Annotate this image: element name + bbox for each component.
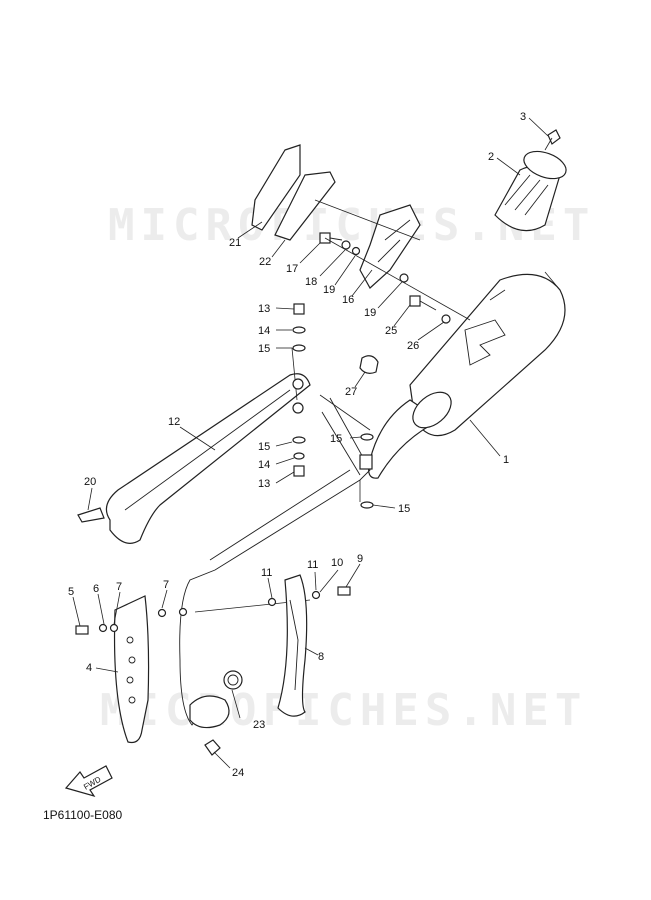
callout-6: 6 xyxy=(93,583,99,595)
callout-8: 8 xyxy=(318,651,324,663)
diagram-code: 1P61100-E080 xyxy=(43,808,123,822)
callout-17: 17 xyxy=(286,263,298,275)
leader-lines xyxy=(72,117,549,769)
callout-18: 18 xyxy=(305,276,317,288)
callout-12: 12 xyxy=(168,416,180,428)
callout-22: 22 xyxy=(259,256,271,268)
callout-15-bottom: 15 xyxy=(398,503,410,515)
callout-numbers: 1 2 3 4 5 6 7 7 8 9 10 11 11 12 13 13 14… xyxy=(68,111,526,779)
stud-hardware xyxy=(77,303,374,523)
callout-25: 25 xyxy=(385,325,397,337)
callout-20: 20 xyxy=(84,476,96,488)
heat-shield-plates xyxy=(251,144,421,289)
callout-15-right: 15 xyxy=(330,433,342,445)
exhaust-pipe-part xyxy=(105,347,373,726)
callout-11-right: 11 xyxy=(307,559,318,571)
callout-1: 1 xyxy=(503,454,509,466)
callout-10: 10 xyxy=(331,557,343,569)
callout-19-left: 19 xyxy=(323,284,335,296)
callout-16: 16 xyxy=(342,294,354,306)
upper-hardware xyxy=(319,232,471,374)
callout-24: 24 xyxy=(232,767,244,779)
callout-19-right: 19 xyxy=(364,307,376,319)
callout-3: 3 xyxy=(520,111,526,123)
muffler-part xyxy=(368,271,566,479)
callout-14-top: 14 xyxy=(258,325,270,337)
callout-5: 5 xyxy=(68,586,74,598)
callout-4: 4 xyxy=(86,662,92,674)
callout-15-middle: 15 xyxy=(258,441,270,453)
callout-27: 27 xyxy=(345,386,357,398)
callout-21: 21 xyxy=(229,237,241,249)
callout-2: 2 xyxy=(488,151,494,163)
callout-7-right: 7 xyxy=(163,579,169,591)
tail-pipe-part xyxy=(494,129,567,232)
callout-13-bottom: 13 xyxy=(258,478,270,490)
callout-7-left: 7 xyxy=(116,581,122,593)
callout-11-left: 11 xyxy=(261,567,272,579)
callout-9: 9 xyxy=(357,553,363,565)
watermark-bottom: MICROFICHES.NET xyxy=(100,685,588,736)
fwd-arrow-icon: FWD xyxy=(64,765,113,798)
callout-14-bottom: 14 xyxy=(258,459,270,471)
callout-26: 26 xyxy=(407,340,419,352)
callout-13-top: 13 xyxy=(258,303,270,315)
guard-left-part xyxy=(75,595,188,744)
guard-right-part xyxy=(267,574,351,717)
callout-23: 23 xyxy=(253,719,265,731)
callout-15-top: 15 xyxy=(258,343,270,355)
gasket-and-nut xyxy=(189,670,243,756)
